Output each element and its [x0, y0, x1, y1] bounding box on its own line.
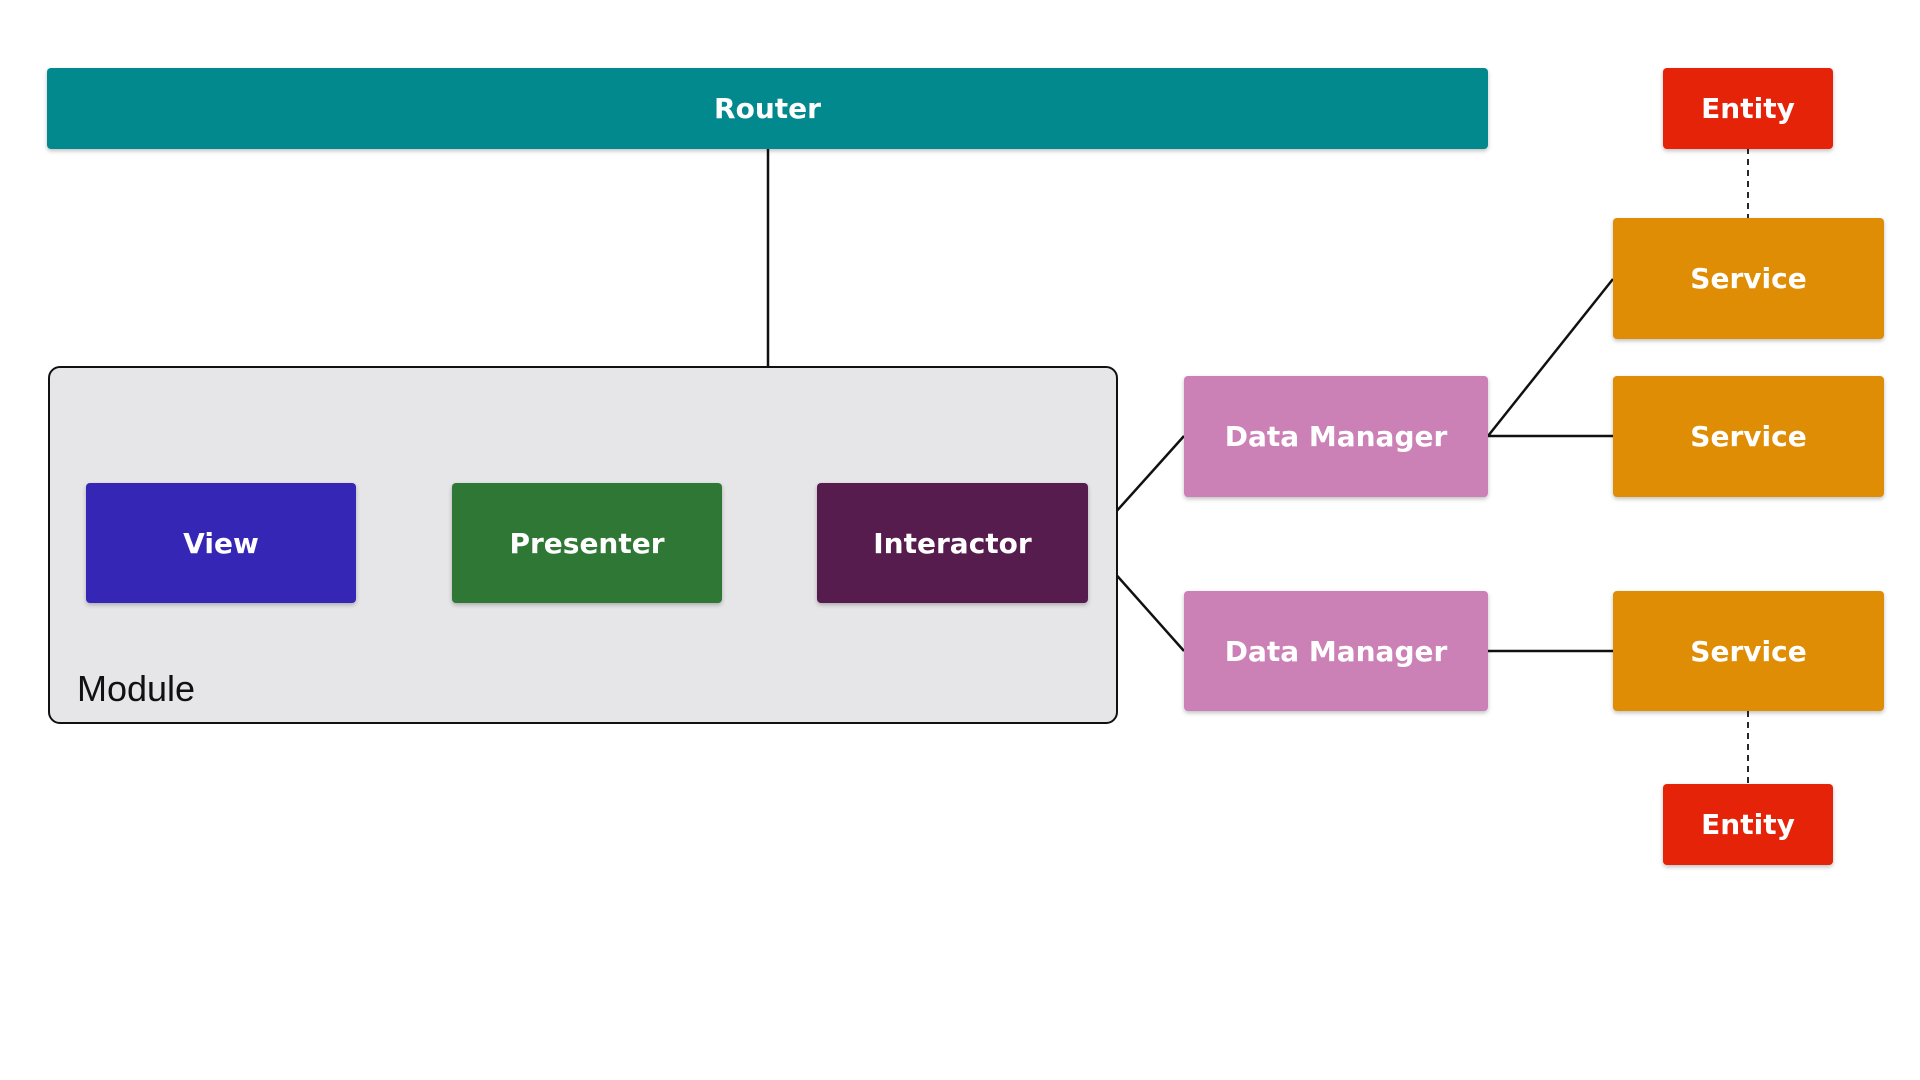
- service-node-3: Service: [1613, 591, 1884, 711]
- presenter-node: Presenter: [452, 483, 722, 603]
- entity-node-1: Entity: [1663, 68, 1833, 149]
- service-node-1: Service: [1613, 218, 1884, 339]
- router-node: Router: [47, 68, 1488, 149]
- service-node-2: Service: [1613, 376, 1884, 497]
- entity-node-2: Entity: [1663, 784, 1833, 865]
- view-node: View: [86, 483, 356, 603]
- interactor-node: Interactor: [817, 483, 1088, 603]
- data-manager-node-1: Data Manager: [1184, 376, 1488, 497]
- data-manager-node-2: Data Manager: [1184, 591, 1488, 711]
- edge-datamanager-1-service-1: [1487, 278, 1614, 437]
- module-label: Module: [77, 668, 196, 709]
